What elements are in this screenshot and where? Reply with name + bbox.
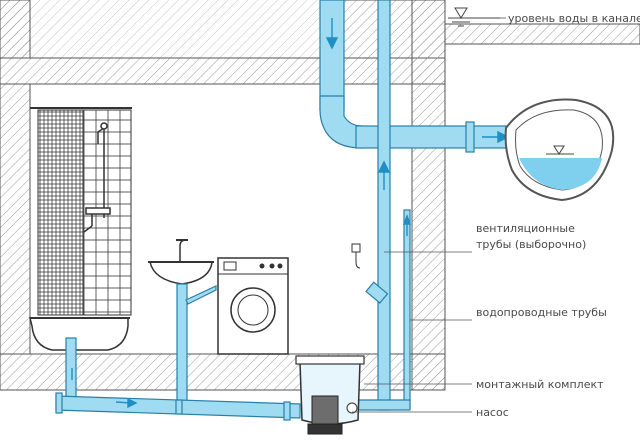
vertical-stack-main (319, 0, 345, 111)
pressure-riser (377, 0, 391, 411)
ceiling-slab (0, 57, 446, 85)
vent-pipe (403, 209, 411, 409)
water-pipes (55, 0, 507, 421)
ground-right (444, 23, 640, 45)
label-water-pipes: водопроводные трубы (476, 306, 607, 319)
label-mounting-kit: монтажный комплект (476, 378, 604, 391)
pump-tank (295, 355, 365, 435)
sink-icon (148, 239, 214, 285)
bathtub (29, 317, 129, 351)
wall-socket-icon (351, 243, 361, 253)
right-wall (411, 0, 446, 391)
label-ventilation-line1: вентиляционные (476, 222, 575, 235)
sink-drain (176, 283, 188, 413)
label-pump: насос (476, 406, 509, 419)
pump-body (311, 395, 339, 429)
bathtub-drain (65, 337, 77, 401)
shower-head-icon (83, 122, 111, 233)
flow-arrows (71, 18, 510, 409)
leader-lines (352, 17, 506, 413)
canal-water (519, 158, 602, 190)
water-level-marker (448, 7, 500, 27)
left-wall (0, 83, 31, 355)
label-ventilation-line2: трубы (выборочно) (476, 238, 586, 251)
washing-machine-icon (217, 257, 289, 355)
shower-tile-wall (37, 109, 84, 316)
sewer-canal (504, 98, 615, 202)
label-water-level: уровень воды в канале (508, 12, 640, 25)
